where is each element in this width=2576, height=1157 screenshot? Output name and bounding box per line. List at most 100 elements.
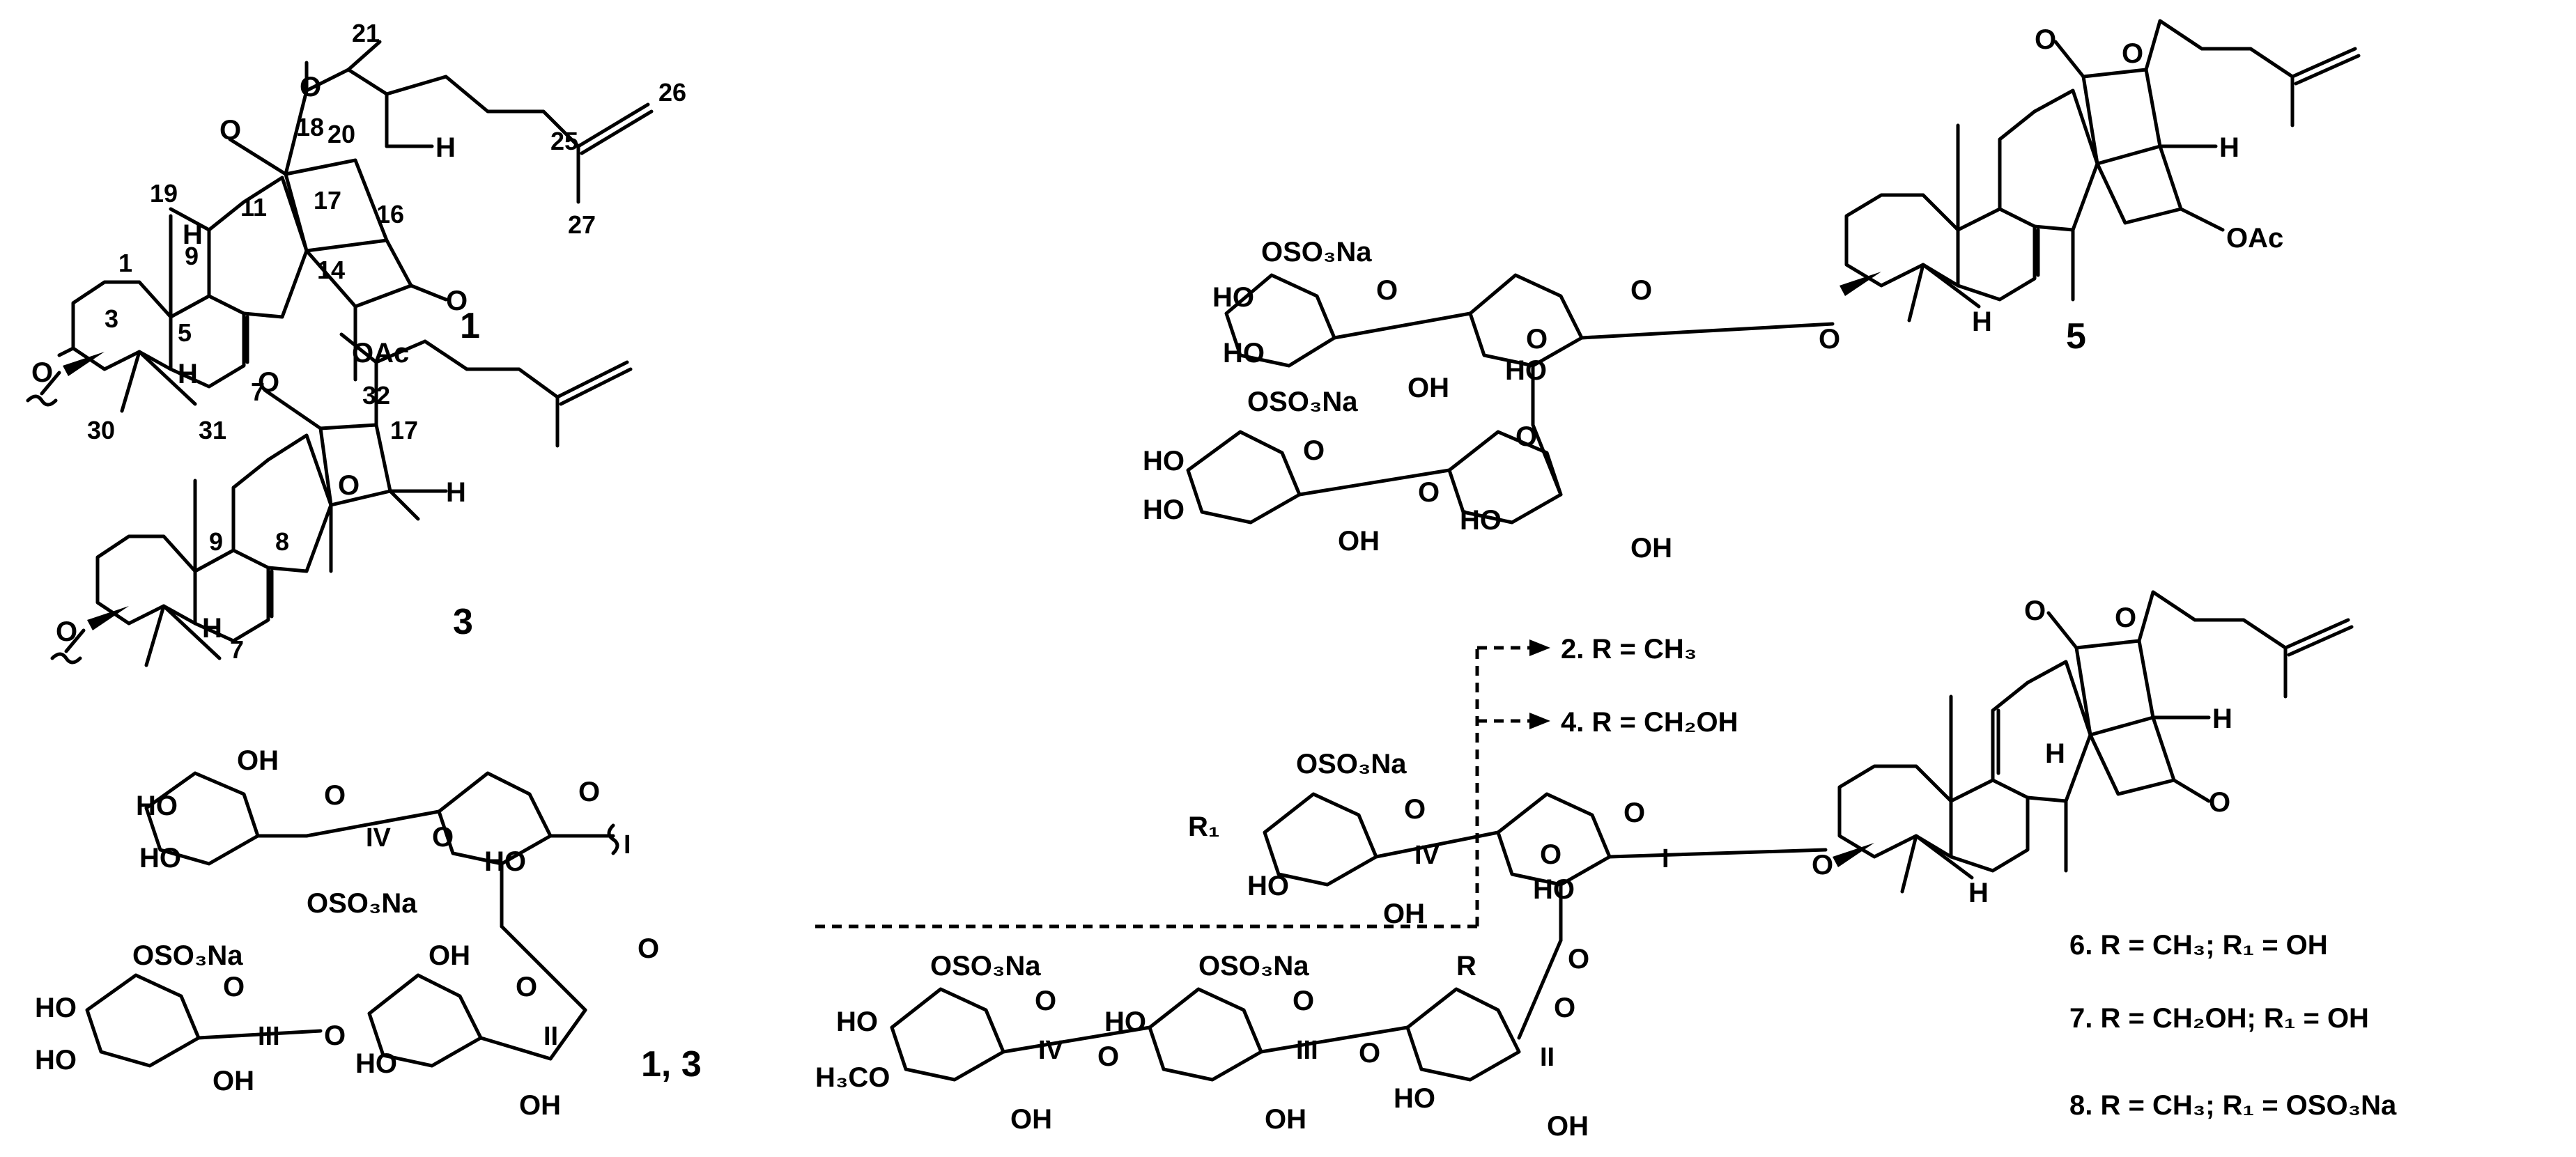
oh-2-5-iv: OH xyxy=(1407,373,1449,403)
h3co-6-iv-term: H₃CO xyxy=(815,1062,890,1093)
oh-6-iv: OH xyxy=(1383,899,1425,929)
ho-5-i: HO xyxy=(1505,355,1547,386)
ho-4-iii: HO xyxy=(35,993,77,1023)
h-5-c3: H xyxy=(202,613,222,644)
ring-o-6-iv: O xyxy=(1404,794,1426,825)
keto-oxygen-16: O xyxy=(446,286,468,316)
oso3na-6-iv: OSO₃Na xyxy=(1296,749,1407,779)
oso3na-2-iv: OSO₃Na xyxy=(307,888,417,919)
oso3na-6-iii: OSO₃Na xyxy=(1198,951,1309,981)
ring-o-3: O xyxy=(338,470,360,501)
ring-label-6-i: I xyxy=(1662,844,1669,873)
compound-label-3: 3 xyxy=(453,602,473,642)
oh-6-iii: OH xyxy=(1265,1104,1306,1135)
ring-label-i: I xyxy=(624,830,631,860)
carbon-25: 25 xyxy=(550,127,578,155)
glyco-o-5-ii: O xyxy=(1515,421,1537,452)
h-17-5: H xyxy=(2219,132,2239,163)
glyco-o-6-iv-i: O xyxy=(1540,839,1561,870)
ring-label-iv: IV xyxy=(366,823,392,853)
r-6-ii: R xyxy=(1456,951,1476,981)
glyco-o-6-term: O xyxy=(1097,1041,1119,1072)
glyco-o-5-iii-ii: O xyxy=(1418,477,1440,508)
ring-o-5-iv: O xyxy=(1376,275,1398,306)
carbonyl-o-3: O xyxy=(258,367,279,398)
ho-i: HO xyxy=(484,846,526,877)
oh-6-ii: OH xyxy=(1547,1111,1589,1142)
carbon-9-c3: 9 xyxy=(209,527,223,556)
ring-o-ii: O xyxy=(516,972,537,1002)
carbon-20: 20 xyxy=(327,120,355,148)
h-5-5: H xyxy=(1972,306,1992,337)
ho-6-iv: HO xyxy=(1247,871,1289,901)
lactone-o-5: O xyxy=(2122,38,2143,69)
carbonyl-o-6: O xyxy=(2024,596,2046,626)
carbon-18: 18 xyxy=(296,113,324,141)
ring-label-6-ii: II xyxy=(1540,1043,1555,1072)
ring-o-i: O xyxy=(578,777,600,807)
compound-6-8-sugars xyxy=(815,639,1828,1082)
carbon-21: 21 xyxy=(352,19,380,47)
glyco-o-5-iv: O xyxy=(1526,324,1548,355)
carbon-1: 1 xyxy=(118,249,132,277)
glyco-o-6-iii-ii: O xyxy=(1359,1038,1380,1069)
carbon-17-c3: 17 xyxy=(390,416,418,444)
ring-label-6-iii: III xyxy=(1296,1036,1318,1065)
ho-4-iv: HO xyxy=(136,791,178,821)
glyco-o-iv-i: O xyxy=(432,822,454,853)
ring-o-iv: O xyxy=(324,780,346,811)
carbon-14: 14 xyxy=(317,256,345,284)
ho-ii: HO xyxy=(355,1048,397,1079)
glyco-o-iii-ii: O xyxy=(324,1020,346,1051)
carbonyl-o-5: O xyxy=(2035,24,2056,55)
lactone-o-6: O xyxy=(2115,603,2136,633)
ring-o-5-i: O xyxy=(1630,275,1652,306)
sugar-chain-1-3-labels: OH HO HO O IV OSO₃Na O HO O I O OSO₃Na H… xyxy=(35,745,702,1121)
variant-legend: 2. R = CH₃ 4. R = CH₂OH 6. R = CH₃; R₁ =… xyxy=(1561,634,2397,1121)
oh-2-5-ii: OH xyxy=(1630,533,1672,564)
ho-3-iv: HO xyxy=(139,843,181,873)
compound-6-8-aglycone xyxy=(1833,590,2354,894)
oso3na-5-iv: OSO₃Na xyxy=(1261,237,1372,267)
variant-4: 4. R = CH₂OH xyxy=(1561,707,1738,738)
compound-label-1-3: 1, 3 xyxy=(641,1044,702,1085)
ho-6-i: HO xyxy=(1533,874,1575,905)
variant-6: 6. R = CH₃; R₁ = OH xyxy=(2069,930,2328,961)
h-5-6: H xyxy=(1968,878,1989,908)
carbon-8-c3: 8 xyxy=(275,527,289,556)
ho-6-iii: HO xyxy=(1104,1007,1146,1037)
o-3-5: O xyxy=(1819,324,1840,355)
carbon-5: 5 xyxy=(178,318,192,347)
o-3-6: O xyxy=(1812,850,1833,880)
variant-7: 7. R = CH₂OH; R₁ = OH xyxy=(2069,1003,2369,1034)
carbon-19: 19 xyxy=(150,179,178,208)
compound-label-5: 5 xyxy=(2066,316,2086,357)
oh-6-iv-term: OH xyxy=(1010,1104,1052,1135)
glyco-o-i-ii: O xyxy=(638,933,659,964)
glyco-o-6-i-ii: O xyxy=(1568,944,1589,974)
h-17-6: H xyxy=(2212,704,2232,734)
ho-6-ii: HO xyxy=(1394,1083,1435,1114)
oh-6-iv: OH xyxy=(237,745,279,776)
ring-o-iii: O xyxy=(223,972,245,1002)
h-9: H xyxy=(183,219,203,250)
ho-5-ii: HO xyxy=(1460,505,1502,536)
ring-label-6-iv-term: IV xyxy=(1038,1036,1064,1065)
carbon-27: 27 xyxy=(568,210,596,239)
oh-2-iii: OH xyxy=(213,1066,254,1096)
o-3-c3: O xyxy=(56,616,77,647)
ho-3-5-iv: HO xyxy=(1223,338,1265,368)
carbon-9: 9 xyxy=(185,242,199,270)
r1-6-iv: R₁ xyxy=(1188,812,1219,842)
o-3: O xyxy=(31,357,53,388)
carbon-30: 30 xyxy=(87,416,115,444)
h-5: H xyxy=(178,359,198,389)
ring-o-6-i: O xyxy=(1624,798,1645,828)
carbonyl-oxygen: O xyxy=(219,115,241,146)
aglycone-compound-3 xyxy=(50,332,633,667)
h-8-6: H xyxy=(2045,738,2065,769)
ring-o-5-iii: O xyxy=(1303,435,1325,466)
ho-3-iii: HO xyxy=(35,1045,77,1076)
